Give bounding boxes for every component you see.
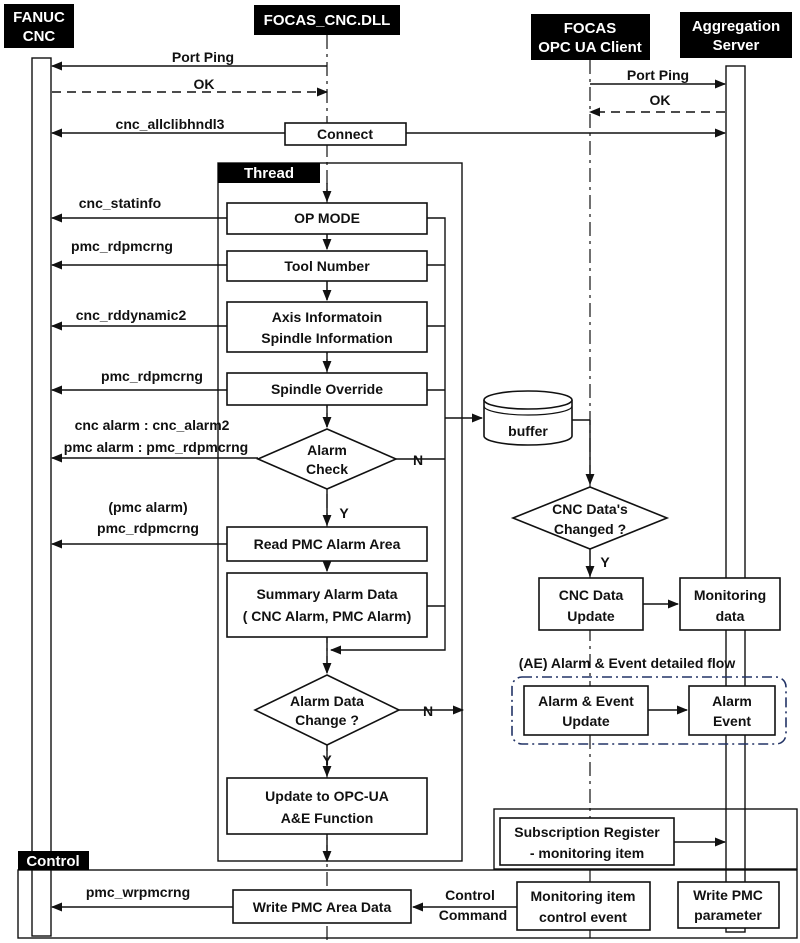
message-pmc-wrpmcrng: pmc_wrpmcrng bbox=[86, 884, 190, 900]
branch-label-y: Y bbox=[339, 505, 349, 521]
spindle-info-label: Spindle Information bbox=[261, 330, 392, 346]
participant-label: Server bbox=[713, 37, 760, 54]
alarm-event-box bbox=[688, 685, 776, 736]
message-ok-2: OK bbox=[650, 92, 671, 108]
thread-frame-label: Thread bbox=[244, 165, 294, 182]
message-pmc-alarm: pmc alarm : pmc_rdpmcrng bbox=[64, 439, 248, 455]
collector-line bbox=[329, 217, 446, 655]
spindle-override-label: Spindle Override bbox=[271, 381, 383, 397]
participant-focas-dll: FOCAS_CNC.DLL bbox=[254, 5, 400, 35]
monitoring-item-label: control event bbox=[539, 909, 627, 925]
control-command-label: Command bbox=[439, 907, 507, 923]
subscription-label: Subscription Register bbox=[514, 824, 660, 840]
alarm-check-label: Alarm bbox=[307, 442, 347, 458]
branch-label-n: N bbox=[413, 452, 423, 468]
participant-label: CNC bbox=[23, 28, 56, 45]
op-mode-box bbox=[226, 202, 428, 235]
connect-label: Connect bbox=[317, 126, 373, 142]
buffer-label: buffer bbox=[508, 423, 548, 439]
control-frame-label: Control bbox=[26, 853, 79, 870]
branch-label-y: Y bbox=[600, 554, 610, 570]
tool-number-label: Tool Number bbox=[284, 258, 370, 274]
summary-alarm-label: Summary Alarm Data bbox=[256, 586, 397, 602]
participant-opcua-client: FOCAS OPC UA Client bbox=[531, 14, 650, 60]
message-cnc-statinfo: cnc_statinfo bbox=[79, 195, 161, 211]
alarm-event-label: Alarm bbox=[712, 693, 752, 709]
ae-update-label: Update bbox=[562, 713, 610, 729]
participant-label: FANUC bbox=[13, 9, 65, 26]
write-pmc-parameter-label: parameter bbox=[694, 907, 762, 923]
message-pmc-rdpmcrng-3: pmc_rdpmcrng bbox=[97, 520, 199, 536]
message-cnc-rddynamic2: cnc_rddynamic2 bbox=[76, 307, 187, 323]
participant-label: Aggregation bbox=[692, 18, 780, 35]
control-frame-tab bbox=[18, 851, 89, 870]
summary-alarm-sub-label: ( CNC Alarm, PMC Alarm) bbox=[243, 608, 412, 624]
control-command-label: Control bbox=[445, 887, 495, 903]
write-pmc-area-box bbox=[232, 889, 412, 924]
control-frame bbox=[17, 869, 798, 939]
branch-label-n: N bbox=[423, 703, 433, 719]
participant-label: FOCAS bbox=[564, 20, 617, 37]
alarm-data-change-label: Alarm Data bbox=[290, 693, 364, 709]
message-pmc-rdpmcrng-2: pmc_rdpmcrng bbox=[101, 368, 203, 384]
branch-label-y: Y bbox=[322, 752, 332, 768]
update-opcua-label: Update to OPC-UA bbox=[265, 788, 389, 804]
buffer-cylinder: buffer bbox=[483, 390, 573, 446]
write-pmc-area-label: Write PMC Area Data bbox=[253, 899, 392, 915]
monitoring-data-box bbox=[679, 577, 781, 631]
thread-frame-tab bbox=[218, 163, 320, 183]
thread-frame bbox=[217, 162, 463, 862]
update-opcua-sub-label: A&E Function bbox=[281, 810, 374, 826]
write-pmc-parameter-box bbox=[677, 881, 780, 929]
op-mode-label: OP MODE bbox=[294, 210, 360, 226]
cnc-data-changed-label: Changed ? bbox=[554, 521, 626, 537]
axis-spindle-info-box bbox=[226, 301, 428, 353]
read-pmc-alarm-label: Read PMC Alarm Area bbox=[254, 536, 401, 552]
ae-flow-title: (AE) Alarm & Event detailed flow bbox=[519, 655, 736, 671]
subscription-label: - monitoring item bbox=[530, 845, 644, 861]
alarm-event-label: Event bbox=[713, 713, 751, 729]
message-cnc-alarm: cnc alarm : cnc_alarm2 bbox=[75, 417, 230, 433]
monitoring-data-label: data bbox=[716, 608, 745, 624]
ae-flow-frame bbox=[511, 676, 787, 745]
cnc-data-changed-diamond bbox=[510, 486, 670, 550]
message-port-ping-1: Port Ping bbox=[172, 49, 234, 65]
cnc-data-changed-label: CNC Data's bbox=[552, 501, 628, 517]
monitoring-item-box bbox=[516, 881, 651, 931]
spindle-override-box bbox=[226, 372, 428, 406]
activation-bar-server bbox=[725, 65, 746, 933]
connect-box bbox=[284, 122, 407, 146]
subscription-frame bbox=[493, 808, 798, 870]
message-ok-1: OK bbox=[194, 76, 215, 92]
ae-update-box bbox=[523, 685, 649, 736]
cnc-data-update-label: CNC Data bbox=[559, 587, 624, 603]
update-opcua-box bbox=[226, 777, 428, 835]
axis-info-label: Axis Informatoin bbox=[272, 309, 382, 325]
monitoring-data-label: Monitoring bbox=[694, 587, 766, 603]
write-pmc-parameter-label: Write PMC bbox=[693, 887, 763, 903]
message-pmc-rdpmcrng-1: pmc_rdpmcrng bbox=[71, 238, 173, 254]
participant-aggregation-server: Aggregation Server bbox=[680, 12, 792, 58]
message-cnc-allclibhndl3: cnc_allclibhndl3 bbox=[116, 116, 225, 132]
alarm-check-diamond bbox=[255, 428, 399, 490]
participant-label: FOCAS_CNC.DLL bbox=[264, 12, 391, 29]
alarm-check-label: Check bbox=[306, 461, 348, 477]
summary-alarm-box bbox=[226, 572, 428, 638]
cnc-data-update-box bbox=[538, 577, 644, 631]
read-pmc-alarm-box bbox=[226, 526, 428, 562]
alarm-data-change-diamond bbox=[253, 674, 401, 746]
message-pmc-alarm-paren: (pmc alarm) bbox=[108, 499, 187, 515]
activation-bar-fanuc bbox=[31, 57, 52, 937]
message-port-ping-2: Port Ping bbox=[627, 67, 689, 83]
participant-fanuc-cnc: FANUC CNC bbox=[4, 4, 74, 48]
participant-label: OPC UA Client bbox=[538, 39, 642, 56]
alarm-data-change-label: Change ? bbox=[295, 712, 359, 728]
ae-update-label: Alarm & Event bbox=[538, 693, 634, 709]
cnc-data-update-label: Update bbox=[567, 608, 615, 624]
monitoring-item-label: Monitoring item bbox=[531, 888, 636, 904]
tool-number-box bbox=[226, 250, 428, 282]
